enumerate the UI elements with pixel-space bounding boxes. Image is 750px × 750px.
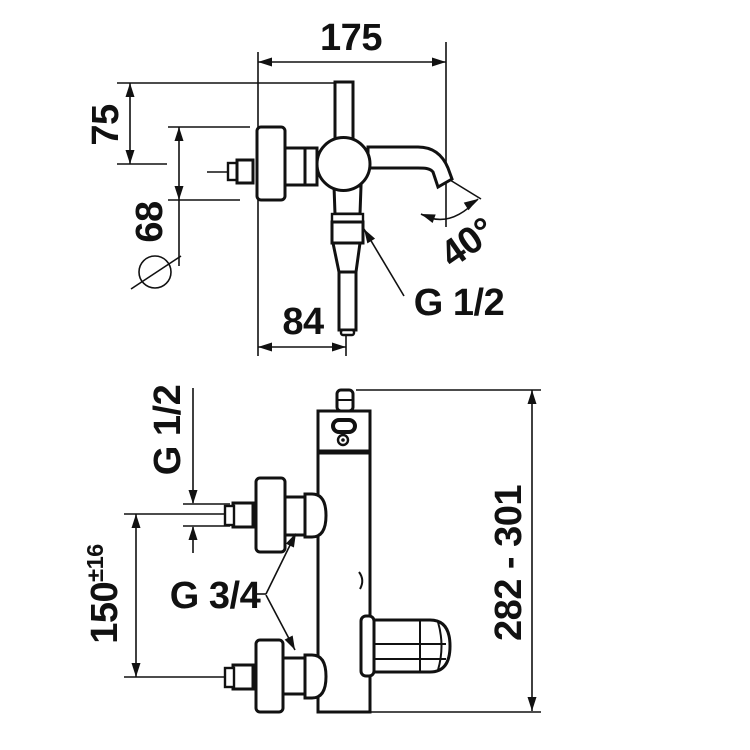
inlet-thread-g34-label: G 3/4 xyxy=(169,575,261,617)
dim-282-301-label: 282 - 301 xyxy=(488,484,530,642)
bottom-eccentric-bulge xyxy=(303,653,328,700)
handle-back-plate xyxy=(359,614,376,678)
dim-150-label: 150±16 xyxy=(82,544,126,644)
dim-150-value: 150 xyxy=(83,581,126,644)
bottom-inlet-pipe xyxy=(231,663,255,691)
inlet-stub xyxy=(235,158,255,185)
temperature-slot-pill xyxy=(331,418,357,434)
outlet-tube-tip xyxy=(339,328,356,337)
dim-68-label: 68 xyxy=(129,201,171,243)
dim-75-label: 75 xyxy=(85,104,127,146)
body-connector-inner xyxy=(303,146,319,187)
lever-handle-side xyxy=(333,80,355,146)
bottom-wall-flange xyxy=(254,638,285,714)
bottom-inlet-pipe-end xyxy=(223,666,236,689)
screw-detail-dot xyxy=(341,438,345,442)
top-eccentric-bulge xyxy=(303,492,328,539)
dim-150-tolerance: ±16 xyxy=(82,544,109,582)
bottom-connector-nut xyxy=(281,656,307,696)
body-connector-outer xyxy=(283,146,307,187)
outlet-nut xyxy=(330,220,365,245)
spout xyxy=(366,145,454,190)
valve-ball-body xyxy=(315,136,372,192)
top-wall-flange xyxy=(254,476,287,554)
top-inlet-pipe-end xyxy=(223,504,236,527)
dim-84-label: 84 xyxy=(282,301,324,343)
outlet-tube xyxy=(337,270,358,332)
economy-button-detail xyxy=(358,571,364,590)
side-view xyxy=(117,42,482,356)
diameter-symbol-slash xyxy=(130,255,182,290)
dim-175-label: 175 xyxy=(320,17,382,59)
shower-thread-g12-label: G 1/2 xyxy=(147,384,189,476)
front-view xyxy=(124,388,541,714)
wall-flange-side xyxy=(255,125,287,202)
handle-cap-arc xyxy=(437,621,443,671)
dimension-arrowheads xyxy=(125,57,537,711)
outlet-thread-g12-label: G 1/2 xyxy=(413,282,505,324)
outlet-taper xyxy=(331,241,362,274)
top-inlet-pipe xyxy=(231,501,255,529)
top-connector-nut xyxy=(283,495,307,537)
diameter-symbol-circle xyxy=(138,255,172,289)
